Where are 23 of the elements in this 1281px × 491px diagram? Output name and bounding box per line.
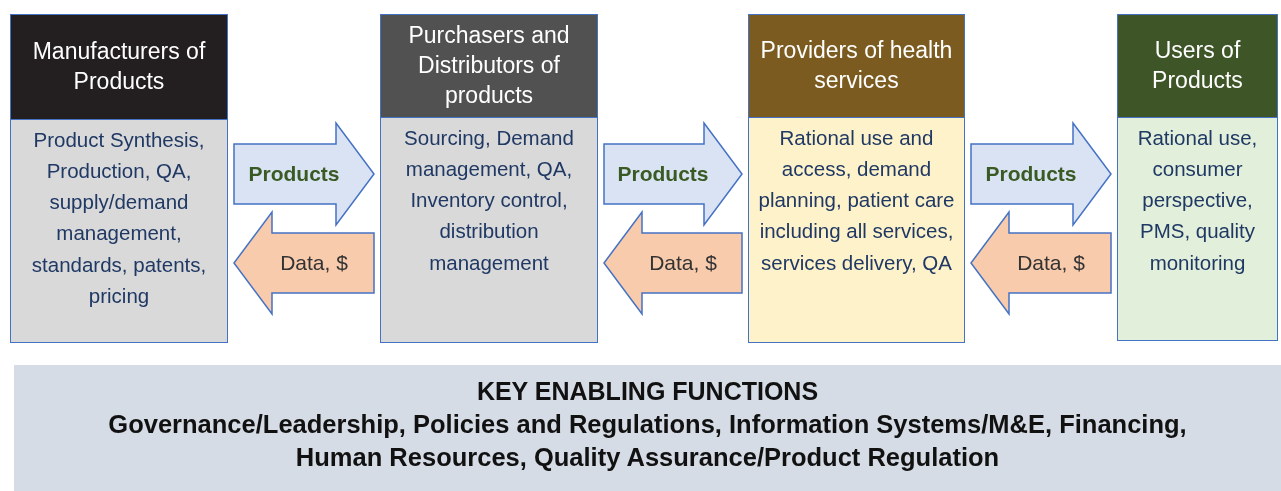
edge-label: Data, $: [1017, 251, 1085, 275]
header-box: Purchasers and Distributors of products: [380, 14, 598, 118]
edge-label: Products: [985, 162, 1077, 186]
header-box: Manufacturers of Products: [10, 14, 228, 120]
block-arrow: [970, 209, 1112, 317]
edge-label: Products: [617, 162, 709, 186]
description-box: Rational use, consumer perspective, PMS, quality monitoring: [1117, 118, 1278, 341]
edge-label: Products: [248, 162, 340, 186]
banner-heading: KEY ENABLING FUNCTIONS: [476, 376, 819, 407]
description-box: Product Synthesis, Production, QA, supply/demand management, standards, patents, pricing: [10, 120, 228, 343]
header-box: Users of Products: [1117, 14, 1278, 118]
description-box: Rational use and access, demand planning, patient care including all services, services delivery, QA: [748, 118, 965, 343]
banner-text: Governance/Leadership, Policies and Regulations, Information Systems/M&E, Financing, Human Resources, Quality Assurance/Product Regulation: [107, 408, 1188, 474]
banner-band: [14, 365, 1281, 491]
block-arrow: [233, 120, 375, 228]
block-arrow: [603, 209, 743, 317]
edge-label: Data, $: [649, 251, 717, 275]
block-arrow: [233, 209, 375, 317]
description-box: Sourcing, Demand management, QA, Inventory control, distribution management: [380, 118, 598, 343]
block-arrow: [970, 120, 1112, 228]
block-arrow: [603, 120, 743, 228]
header-box: Providers of health services: [748, 14, 965, 118]
edge-label: Data, $: [280, 251, 348, 275]
